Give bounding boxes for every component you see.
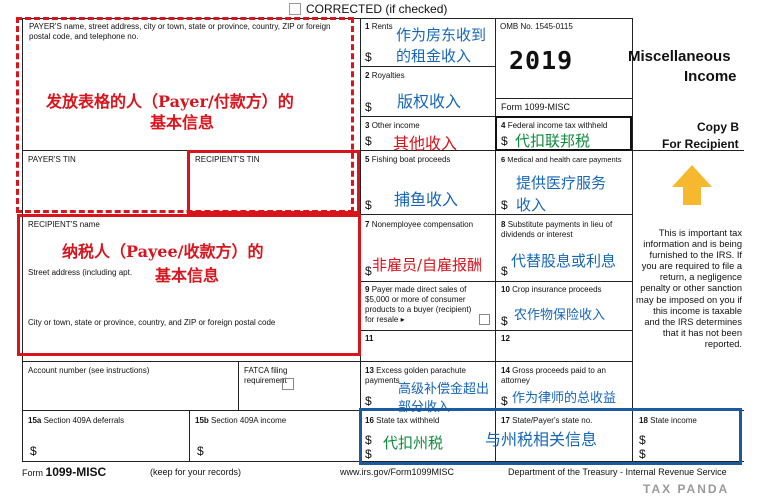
box14-label: 14 Gross proceeds paid to an attorney bbox=[501, 366, 606, 385]
box10-note: 农作物保险收入 bbox=[514, 308, 606, 323]
box4-dollar: $ bbox=[501, 134, 508, 148]
recipient-street-label: Street address (including apt. bbox=[28, 268, 133, 277]
copy-b: Copy B bbox=[697, 120, 739, 134]
recipient-tin-label: RECIPIENT'S TIN bbox=[195, 155, 260, 164]
box15a-dollar: $ bbox=[30, 444, 37, 458]
box2-note: 版权收入 bbox=[397, 92, 462, 111]
form-title-line1: Miscellaneous bbox=[628, 48, 731, 65]
footer-form: Form 1099-MISC bbox=[22, 465, 107, 479]
box4-label: 4 Federal income tax withheld bbox=[501, 121, 608, 130]
box13-note-line2: 部分收入 bbox=[398, 400, 451, 415]
box2-label: 2 Royalties bbox=[365, 71, 405, 80]
form-id: Form 1099-MISC bbox=[501, 102, 571, 112]
box1-dollar: $ bbox=[365, 50, 372, 64]
box1-note-line1: 作为房东收到 bbox=[396, 26, 487, 44]
footer-url[interactable]: www.irs.gov/Form1099MISC bbox=[340, 467, 455, 477]
up-arrow-icon bbox=[672, 165, 712, 205]
box15b-dollar: $ bbox=[197, 444, 204, 458]
box18-dollar-1: $ bbox=[639, 433, 646, 447]
box10-label: 10 Crop insurance proceeds bbox=[501, 285, 602, 294]
box16-note: 代扣州税 bbox=[383, 434, 444, 452]
box16-label: 16 State tax withheld bbox=[365, 416, 440, 425]
important-notice: This is important tax information and is… bbox=[636, 228, 742, 349]
box3-note: 其他收入 bbox=[393, 134, 458, 153]
box13-label: 13 Excess golden parachute payments bbox=[365, 366, 466, 385]
footer-keep: (keep for your records) bbox=[150, 467, 242, 477]
box15b-label: 15b Section 409A income bbox=[195, 416, 287, 425]
payer-highlight-frame bbox=[16, 17, 354, 213]
box14-note: 作为律师的总收益 bbox=[512, 391, 617, 406]
box9-label: 9 Payer made direct sales of $5,000 or m… bbox=[365, 285, 472, 324]
corrected-label: CORRECTED (if checked) bbox=[306, 2, 448, 16]
box6-note-line2: 收入 bbox=[516, 196, 547, 214]
tax-year: 2019 bbox=[509, 46, 574, 75]
box5-label: 5 Fishing boat proceeds bbox=[365, 155, 451, 164]
box8-dollar: $ bbox=[501, 264, 508, 278]
recipient-name-label: RECIPIENT'S name bbox=[28, 220, 100, 229]
box18-dollar-2: $ bbox=[639, 447, 646, 461]
payer-note-line2: 基本信息 bbox=[150, 113, 215, 132]
box14-dollar: $ bbox=[501, 394, 508, 408]
box17-label: 17 State/Payer's state no. bbox=[501, 416, 593, 425]
box12-label: 12 bbox=[501, 334, 510, 343]
footer-dept: Department of the Treasury - Internal Re… bbox=[508, 467, 727, 477]
recipient-city-label: City or town, state or province, country… bbox=[28, 318, 276, 327]
fatca-label: FATCA filing requirement bbox=[244, 366, 288, 385]
box1-note-line2: 的租金收入 bbox=[396, 47, 472, 65]
box6-label: 6 Medical and health care payments bbox=[501, 155, 622, 164]
box4-highlight-frame bbox=[495, 116, 632, 151]
box7-note: 非雇员/自雇报酬 bbox=[372, 256, 483, 274]
recipient-tin-highlight-frame bbox=[187, 150, 360, 214]
box18-label: 18 State income bbox=[639, 416, 697, 425]
recipient-note-line2: 基本信息 bbox=[155, 266, 220, 285]
box4-note: 代扣联邦税 bbox=[515, 132, 591, 150]
recipient-highlight-frame bbox=[17, 214, 361, 356]
box8-note: 代替股息或利息 bbox=[511, 252, 617, 270]
box5-dollar: $ bbox=[365, 198, 372, 212]
box3-dollar: $ bbox=[365, 134, 372, 148]
box7-label: 7 Nonemployee compensation bbox=[365, 220, 474, 229]
box1-label: 1 Rents bbox=[365, 22, 393, 31]
box2-dollar: $ bbox=[365, 100, 372, 114]
box7-dollar: $ bbox=[365, 264, 372, 278]
tax-panda-watermark: TAX PANDA bbox=[643, 482, 730, 496]
box16-dollar-2: $ bbox=[365, 447, 372, 461]
box6-dollar: $ bbox=[501, 198, 508, 212]
corrected-checkbox[interactable] bbox=[289, 3, 301, 15]
account-number-label: Account number (see instructions) bbox=[28, 366, 150, 375]
box13-note-line1: 高级补偿金超出 bbox=[398, 382, 490, 397]
payer-header: PAYER'S name, street address, city or to… bbox=[29, 22, 331, 41]
box11-label: 11 bbox=[365, 334, 374, 343]
recipient-note-line1: 纳税人（Payee/收款方）的 bbox=[62, 242, 264, 261]
box9-checkbox[interactable] bbox=[479, 314, 490, 325]
box5-note: 捕鱼收入 bbox=[394, 190, 459, 209]
box3-label: 3 Other income bbox=[365, 121, 420, 130]
form-title-line2: Income bbox=[684, 68, 737, 85]
payer-note-line1: 发放表格的人（Payer/付款方）的 bbox=[46, 92, 294, 111]
box6-note-line1: 提供医疗服务 bbox=[516, 174, 607, 192]
box10-dollar: $ bbox=[501, 314, 508, 328]
box15a-label: 15a Section 409A deferrals bbox=[28, 416, 125, 425]
box13-dollar: $ bbox=[365, 394, 372, 408]
payer-tin-label: PAYER'S TIN bbox=[28, 155, 76, 164]
copy-for-recipient: For Recipient bbox=[662, 137, 739, 151]
box16-dollar-1: $ bbox=[365, 433, 372, 447]
state-boxes-highlight-frame bbox=[359, 408, 742, 465]
fatca-checkbox[interactable] bbox=[282, 378, 294, 390]
box17-note: 与州税相关信息 bbox=[485, 430, 598, 449]
omb-number: OMB No. 1545-0115 bbox=[500, 22, 573, 31]
box8-label: 8 Substitute payments in lieu of dividen… bbox=[501, 220, 613, 239]
